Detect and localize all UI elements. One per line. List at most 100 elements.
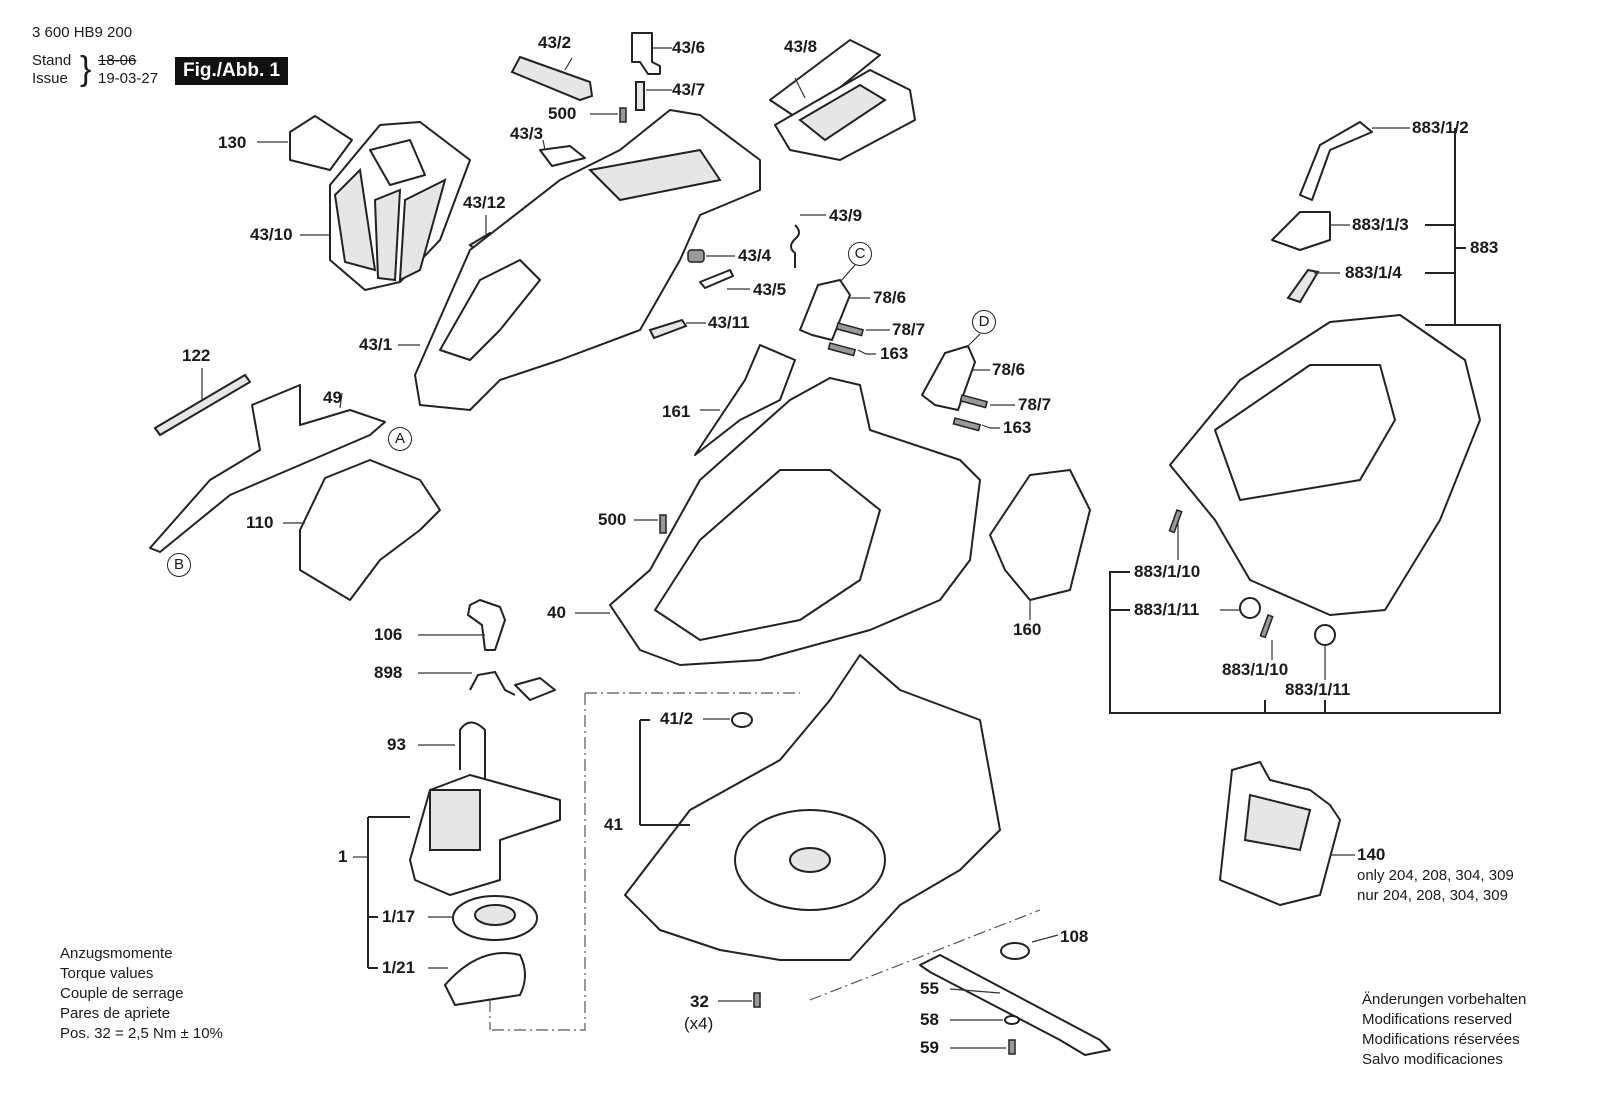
issue-date: 19-03-27 <box>98 70 159 87</box>
part-43-3-drawing <box>539 139 586 167</box>
part-label-130: 130 <box>218 133 247 152</box>
torque-values-block: Anzugsmomente Torque values Couple de se… <box>60 944 223 1044</box>
ref-marker-a: A <box>388 427 412 451</box>
torque-label-en: Torque values <box>60 965 154 982</box>
part-label-108: 108 <box>1060 927 1089 946</box>
part-label-55: 55 <box>920 979 939 998</box>
part-label-93: 93 <box>387 735 406 754</box>
torque-spec: Pos. 32 = 2,5 Nm ± 10% <box>60 1025 223 1042</box>
part-93-drawing <box>418 721 486 780</box>
part-label-883-1-11-right: 883/1/11 <box>1285 680 1351 699</box>
modifications-de: Änderungen vorbehalten <box>1362 991 1527 1008</box>
screw-500-top-drawing <box>590 107 627 123</box>
part-label-883-1-2: 883/1/2 <box>1412 118 1469 137</box>
part-122-drawing <box>153 368 252 437</box>
part-label-1-17: 1/17 <box>382 907 416 926</box>
part-label-106: 106 <box>374 625 403 644</box>
part-label-78-6-c: 78/6 <box>873 288 907 307</box>
brace-icon: } <box>80 50 92 88</box>
part-label-43-11: 43/11 <box>708 313 750 332</box>
part-43-10-drawing <box>300 121 471 291</box>
part-label-43-2: 43/2 <box>538 33 572 52</box>
part-78-6-d-drawing <box>921 333 1015 432</box>
part-43-4-drawing <box>687 249 735 263</box>
part-40-housing-drawing <box>575 377 981 666</box>
part-43-1-drawing <box>398 109 761 411</box>
part-160-drawing <box>989 469 1091 620</box>
part-label-110: 110 <box>246 513 274 532</box>
part-label-43-7: 43/7 <box>672 80 706 99</box>
part-label-883-1-3: 883/1/3 <box>1352 215 1409 234</box>
part-883-grassbox-drawing <box>1109 121 1501 714</box>
part-43-5-drawing <box>699 269 750 290</box>
part-label-41-2: 41/2 <box>660 709 694 728</box>
ref-marker-d: D <box>972 310 996 334</box>
part-140-note-en: only 204, 208, 304, 309 <box>1357 867 1514 884</box>
part-43-11-drawing <box>648 318 706 340</box>
document-number: 3 600 HB9 200 <box>32 24 133 41</box>
modifications-en: Modifications reserved <box>1362 1011 1513 1028</box>
ref-marker-c: C <box>848 242 872 266</box>
part-898-drawing <box>418 670 556 701</box>
stand-label: Stand <box>32 52 72 69</box>
part-label-43-12: 43/12 <box>463 193 506 212</box>
part-label-43-5: 43/5 <box>753 280 787 299</box>
part-130-drawing <box>257 115 353 171</box>
part-43-7-drawing <box>635 81 672 111</box>
part-label-43-4: 43/4 <box>738 246 772 265</box>
part-label-32: 32 <box>690 992 709 1011</box>
issue-label: Issue <box>32 70 68 87</box>
part-140-drawing <box>1219 761 1355 906</box>
part-label-78-7-c: 78/7 <box>892 320 926 339</box>
part-43-8-drawing <box>769 39 916 161</box>
part-55-blade-drawing <box>919 934 1111 1056</box>
part-140-note-de: nur 204, 208, 304, 309 <box>1357 887 1508 904</box>
part-label-40: 40 <box>547 603 566 622</box>
part-label-883-1-4: 883/1/4 <box>1345 263 1402 282</box>
part-label-58: 58 <box>920 1010 939 1029</box>
part-43-6-drawing <box>631 32 672 75</box>
part-label-43-9: 43/9 <box>829 206 863 225</box>
part-label-78-7-d: 78/7 <box>1018 395 1052 414</box>
part-1-motor-drawing <box>353 774 561 1006</box>
part-label-43-6: 43/6 <box>672 38 706 57</box>
figure-label: Fig./Abb. 1 <box>175 57 289 85</box>
part-49-drawing <box>149 384 386 553</box>
part-label-161: 161 <box>662 402 691 421</box>
part-label-883-1-11-left: 883/1/11 <box>1134 600 1200 619</box>
part-label-1-21: 1/21 <box>382 958 416 977</box>
part-label-883-1-10-left: 883/1/10 <box>1134 562 1201 581</box>
part-label-43-8: 43/8 <box>784 37 818 56</box>
part-label-41: 41 <box>604 815 623 834</box>
part-label-78-6-d: 78/6 <box>992 360 1026 379</box>
part-label-500-top: 500 <box>548 104 577 123</box>
part-label-160: 160 <box>1013 620 1042 639</box>
part-label-122: 122 <box>182 346 211 365</box>
ref-marker-b: B <box>167 553 191 577</box>
old-stand-date: 18-06 <box>98 52 137 69</box>
part-label-43-1: 43/1 <box>359 335 393 354</box>
part-label-163-c: 163 <box>880 344 909 363</box>
part-32-quantity: (x4) <box>684 1014 714 1033</box>
torque-label-es: Pares de apriete <box>60 1005 171 1022</box>
part-43-2-drawing <box>510 55 594 102</box>
part-label-1: 1 <box>338 847 348 866</box>
part-label-500-housing: 500 <box>598 510 627 529</box>
part-label-49: 49 <box>323 388 342 407</box>
torque-label-fr: Couple de serrage <box>60 985 184 1002</box>
part-label-59: 59 <box>920 1038 939 1057</box>
part-label-43-3: 43/3 <box>510 124 544 143</box>
part-110-drawing <box>283 459 441 601</box>
part-41-deck-drawing <box>624 654 1001 1008</box>
modifications-notice: Änderungen vorbehalten Modifications res… <box>1362 990 1526 1070</box>
part-label-898: 898 <box>374 663 403 682</box>
part-106-drawing <box>418 599 506 651</box>
modifications-es: Salvo modificaciones <box>1362 1051 1503 1068</box>
part-label-163-d: 163 <box>1003 418 1032 437</box>
part-label-883: 883 <box>1470 238 1499 257</box>
assembly-boundary-line <box>489 692 800 1031</box>
torque-label-de: Anzugsmomente <box>60 945 173 962</box>
part-label-43-10: 43/10 <box>250 225 293 244</box>
part-label-883-1-10-right: 883/1/10 <box>1222 660 1289 679</box>
